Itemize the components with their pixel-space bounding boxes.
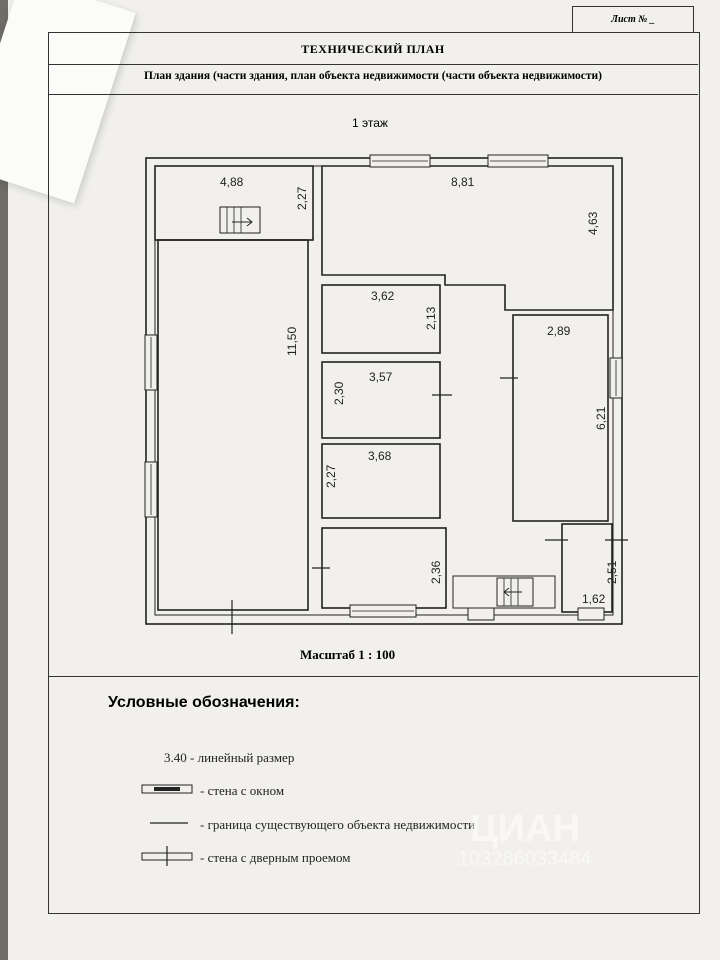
corridor xyxy=(452,575,556,609)
room-top-right xyxy=(321,165,614,311)
window-bottom-2 xyxy=(467,607,495,621)
dim-room-a-width: 3,62 xyxy=(371,289,395,303)
dim-top-right-width: 8,81 xyxy=(451,175,475,189)
legend-dimension-text: - линейный размер xyxy=(190,750,295,765)
dim-top-right-height: 4,63 xyxy=(586,211,600,235)
dim-room-c-width: 3,68 xyxy=(368,449,392,463)
title-divider xyxy=(48,64,698,65)
dim-right-room-width: 2,89 xyxy=(547,324,571,338)
window-wall-icon xyxy=(141,784,193,794)
dim-top-left-height: 2,27 xyxy=(295,186,309,210)
room-d xyxy=(321,527,447,609)
dim-room-c-height: 2,27 xyxy=(324,464,338,488)
legend-door-text: - стена с дверным проемом xyxy=(200,850,351,865)
subtitle-divider xyxy=(48,94,698,95)
watermark: ЦИАН xyxy=(470,808,580,850)
legend-title: Условные обозначения: xyxy=(108,694,300,711)
document-frame xyxy=(48,32,700,914)
legend-boundary-text: - граница существующего объекта недвижим… xyxy=(200,817,476,832)
room-b xyxy=(321,361,441,439)
window-bottom-3 xyxy=(577,607,605,621)
watermark-id: 103286033484 xyxy=(458,848,592,870)
sheet-number: Лист № _ xyxy=(572,6,694,33)
dim-small-room-width: 1,62 xyxy=(582,592,606,606)
dim-small-room-height: 2,51 xyxy=(605,560,619,584)
door-wall-icon xyxy=(141,846,193,866)
floor-label: 1 этаж xyxy=(352,116,388,130)
dim-room-b-height: 2,30 xyxy=(332,381,346,405)
stairs-top xyxy=(219,206,261,234)
stairs-top-arrow xyxy=(232,217,253,227)
legend-dimension-symbol: 3.40 xyxy=(164,750,187,765)
document-title: ТЕХНИЧЕСКИЙ ПЛАН xyxy=(301,42,445,56)
dim-room-b-width: 3,57 xyxy=(369,370,393,384)
room-a xyxy=(321,284,441,354)
dim-right-room-height: 6,21 xyxy=(594,406,608,430)
dim-big-room-height: 11,50 xyxy=(285,327,299,356)
stairs-bottom xyxy=(496,577,534,607)
boundary-line-icon xyxy=(150,822,188,824)
scale-label: Масштаб 1 : 100 xyxy=(300,647,396,662)
legend-window-text: - стена с окном xyxy=(200,783,285,798)
room-c xyxy=(321,443,441,519)
dim-top-left-width: 4,88 xyxy=(220,175,244,189)
room-big-left xyxy=(157,239,309,611)
dim-room-a-height: 2,13 xyxy=(424,306,438,330)
legend-item-dimension: 3.40 - линейный размер xyxy=(164,750,294,766)
dim-room-d-height: 2,36 xyxy=(429,560,443,584)
room-right xyxy=(512,314,609,522)
outer-wall xyxy=(145,157,623,625)
legend-divider xyxy=(48,676,698,677)
document-subtitle: План здания (части здания, план объекта … xyxy=(144,70,602,82)
stairs-bottom-arrow xyxy=(503,587,522,597)
